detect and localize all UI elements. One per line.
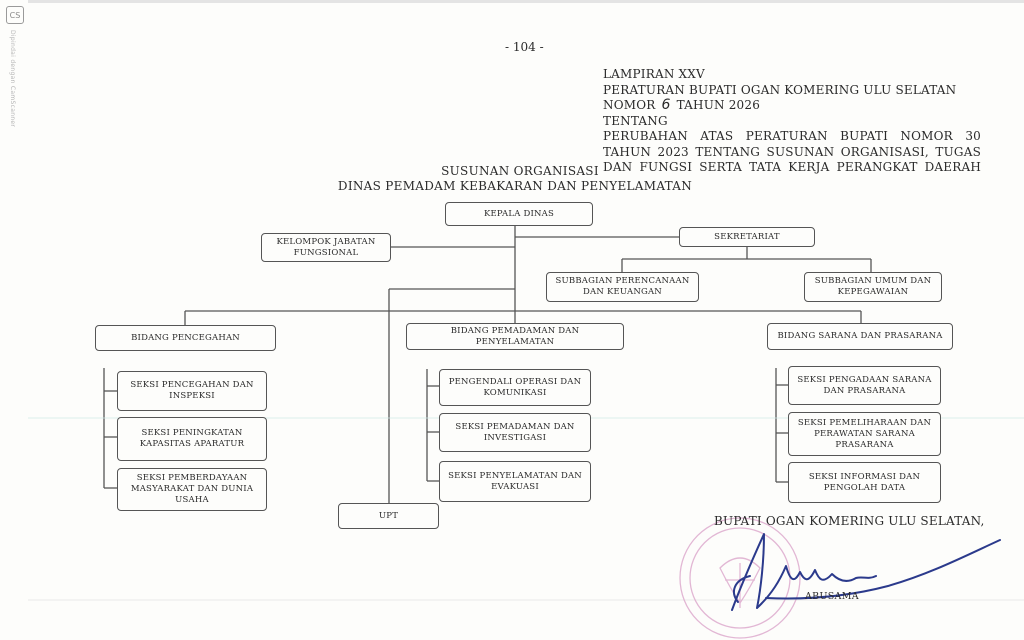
handwritten-signature <box>731 533 1001 611</box>
scanner-watermark: Dipindai dengan CamScanner <box>9 30 16 128</box>
signatory-title: BUPATI OGAN KOMERING ULU SELATAN, <box>714 514 985 528</box>
scan-edge <box>28 0 1024 3</box>
subbag-perencanaan-box: SUBBAGIAN PERENCANAAN DAN KEUANGAN <box>546 272 699 302</box>
handwritten-number: 6 <box>661 97 671 113</box>
seksi-informasi-box: SEKSI INFORMASI DAN PENGOLAH DATA <box>788 462 941 503</box>
seksi-pencegahan-inspeksi-box: SEKSI PENCEGAHAN DAN INSPEKSI <box>117 371 267 411</box>
header-line-6: TAHUN 2023 TENTANG SUSUNAN ORGANISASI, T… <box>603 144 981 159</box>
bidang-sarana-box: BIDANG SARANA DAN PRASARANA <box>767 323 953 350</box>
header-line-5: PERUBAHAN ATAS PERATURAN BUPATI NOMOR 30 <box>603 129 981 143</box>
kepala-dinas-box: KEPALA DINAS <box>445 202 593 226</box>
subbag-umum-box: SUBBAGIAN UMUM DAN KEPEGAWAIAN <box>804 272 942 302</box>
camscanner-logo: CS <box>6 6 24 24</box>
seksi-penyelamatan-evakuasi-box: SEKSI PENYELAMATAN DAN EVAKUASI <box>439 461 591 502</box>
chart-title-line-1: SUSUNAN ORGANISASI <box>441 164 599 178</box>
header-line-2: PERATURAN BUPATI OGAN KOMERING ULU SELAT… <box>603 82 957 97</box>
header-line-7: DAN FUNGSI SERTA TATA KERJA PERANGKAT DA… <box>603 160 981 174</box>
page-number: - 104 - <box>505 40 544 54</box>
seksi-pengadaan-sarana-box: SEKSI PENGADAAN SARANA DAN PRASARANA <box>788 366 941 405</box>
fungsional-box: KELOMPOK JABATAN FUNGSIONAL <box>261 233 391 262</box>
header-line-4: TENTANG <box>603 113 668 128</box>
signatory-name: ABUSAMA <box>805 591 859 602</box>
bidang-pemadaman-box: BIDANG PEMADAMAN DAN PENYELAMATAN <box>406 323 624 350</box>
seksi-peningkatan-kapasitas-box: SEKSI PENINGKATAN KAPASITAS APARATUR <box>117 417 267 461</box>
bidang-pencegahan-box: BIDANG PENCEGAHAN <box>95 325 276 351</box>
upt-box: UPT <box>338 503 439 529</box>
seksi-pemadaman-investigasi-box: SEKSI PEMADAMAN DAN INVESTIGASI <box>439 413 591 452</box>
seksi-pemeliharaan-box: SEKSI PEMELIHARAAN DAN PERAWATAN SARANA … <box>788 412 941 456</box>
pengendali-operasi-box: PENGENDALI OPERASI DAN KOMUNIKASI <box>439 369 591 406</box>
seksi-pemberdayaan-box: SEKSI PEMBERDAYAAN MASYARAKAT DAN DUNIA … <box>117 468 267 511</box>
header-line-1: LAMPIRAN XXV <box>603 67 705 81</box>
appendix-header: LAMPIRAN XXV PERATURAN BUPATI OGAN KOMER… <box>603 67 981 176</box>
chart-title-line-2: DINAS PEMADAM KEBAKARAN DAN PENYELAMATAN <box>337 179 693 193</box>
sekretariat-box: SEKRETARIAT <box>679 227 815 247</box>
